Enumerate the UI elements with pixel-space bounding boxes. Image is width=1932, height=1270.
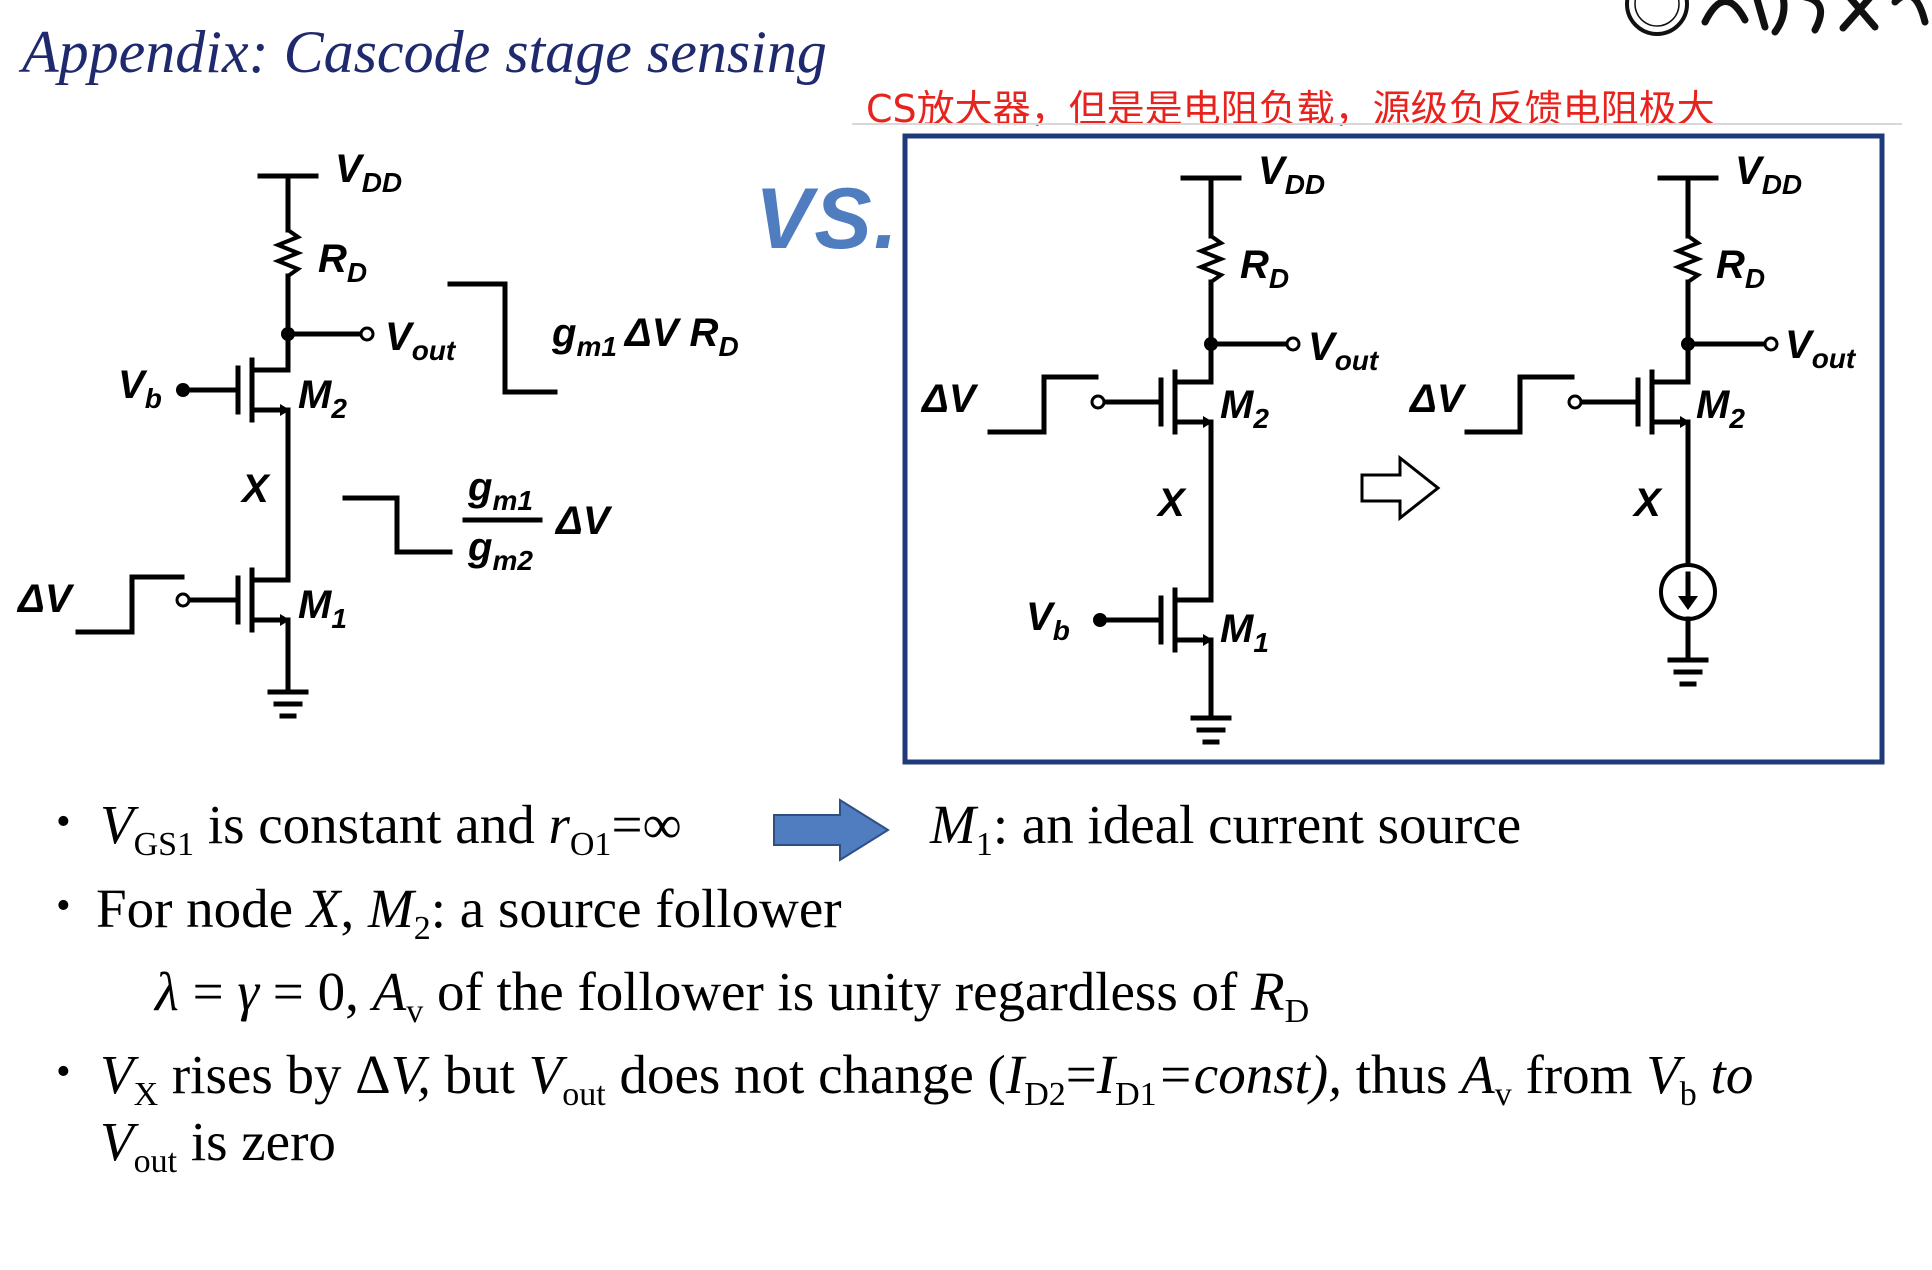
bullet-2: For node X, M2: a source follower	[96, 878, 842, 947]
university-logo	[1625, 0, 1929, 36]
svg-text:gm1: gm1	[467, 465, 533, 516]
left-rd-label: R	[318, 237, 347, 281]
left-dv-label: ΔV	[16, 577, 75, 621]
right-circuit-b	[1464, 175, 1779, 687]
svg-text:Vout: Vout	[1308, 325, 1380, 376]
ra-vb-label: V	[1026, 595, 1056, 639]
ra-vout-label: V	[1308, 325, 1338, 369]
vs-label: VS.	[755, 171, 900, 267]
left-x-gain-rest: ΔV	[554, 499, 613, 543]
bullet-dot: •	[56, 799, 71, 845]
svg-text:Vb: Vb	[1026, 595, 1070, 646]
svg-text:M2: M2	[1696, 383, 1745, 434]
comparison-box	[902, 133, 1885, 765]
slide-title: Appendix: Cascode stage sensing	[22, 19, 827, 85]
svg-text:RD: RD	[1716, 243, 1765, 294]
ra-vdd-label: V	[1258, 149, 1288, 193]
left-vdd-label: V	[335, 147, 365, 191]
bullet-1-right: M1: an ideal current source	[930, 794, 1522, 863]
left-m1-label: M	[298, 583, 333, 627]
svg-text:VDD: VDD	[1735, 149, 1802, 200]
svg-text:Vout: Vout	[1785, 323, 1857, 374]
rb-m2-label: M	[1696, 383, 1731, 427]
blue-arrow-icon	[773, 798, 890, 862]
ra-m1-label: M	[1220, 607, 1255, 651]
svg-text:M1: M1	[298, 583, 347, 634]
rb-rd-label: R	[1716, 243, 1745, 287]
svg-text:VDD: VDD	[1258, 149, 1325, 200]
left-out-gain: g	[551, 311, 576, 355]
bullet-2-sub: λ = γ = 0, Av of the follower is unity r…	[155, 961, 1310, 1030]
svg-text:M1: M1	[1220, 607, 1269, 658]
left-node-x: X	[240, 467, 271, 511]
rb-node-x: X	[1632, 481, 1663, 525]
bullet-dot: •	[56, 883, 71, 929]
svg-text:RD: RD	[1240, 243, 1289, 294]
bullet-dot: •	[56, 1049, 71, 1095]
bullet-1-left: VGS1 is constant and rO1=∞	[100, 794, 682, 863]
left-vout-label: V	[385, 315, 415, 359]
ra-rd-label: R	[1240, 243, 1269, 287]
svg-text:M2: M2	[1220, 383, 1269, 434]
rb-vout-label: V	[1785, 323, 1815, 367]
svg-text:VDD: VDD	[335, 147, 402, 198]
svg-text:Vout: Vout	[385, 315, 457, 366]
left-cascode-circuit	[75, 173, 558, 719]
ra-node-x: X	[1156, 481, 1187, 525]
svg-text:RD: RD	[318, 237, 367, 288]
hollow-arrow-icon	[1360, 454, 1441, 522]
left-x-gain-den: g	[467, 525, 492, 569]
ra-dv-label: ΔV	[920, 377, 979, 421]
left-m2-label: M	[298, 373, 333, 417]
svg-text:gm2: gm2	[467, 525, 533, 576]
right-circuit-a	[987, 175, 1301, 745]
left-x-gain-num: g	[467, 465, 492, 509]
ra-m2-label: M	[1220, 383, 1255, 427]
svg-text:Vb: Vb	[118, 363, 162, 414]
left-vb-label: V	[118, 363, 148, 407]
rb-dv-label: ΔV	[1408, 377, 1467, 421]
annotation-underline	[852, 123, 1902, 125]
svg-text:M2: M2	[298, 373, 347, 424]
bullet-3-cont: Vout is zero	[100, 1111, 336, 1180]
bullet-3: VX rises by ΔV, but Vout does not change…	[100, 1044, 1754, 1113]
rb-vdd-label: V	[1735, 149, 1765, 193]
